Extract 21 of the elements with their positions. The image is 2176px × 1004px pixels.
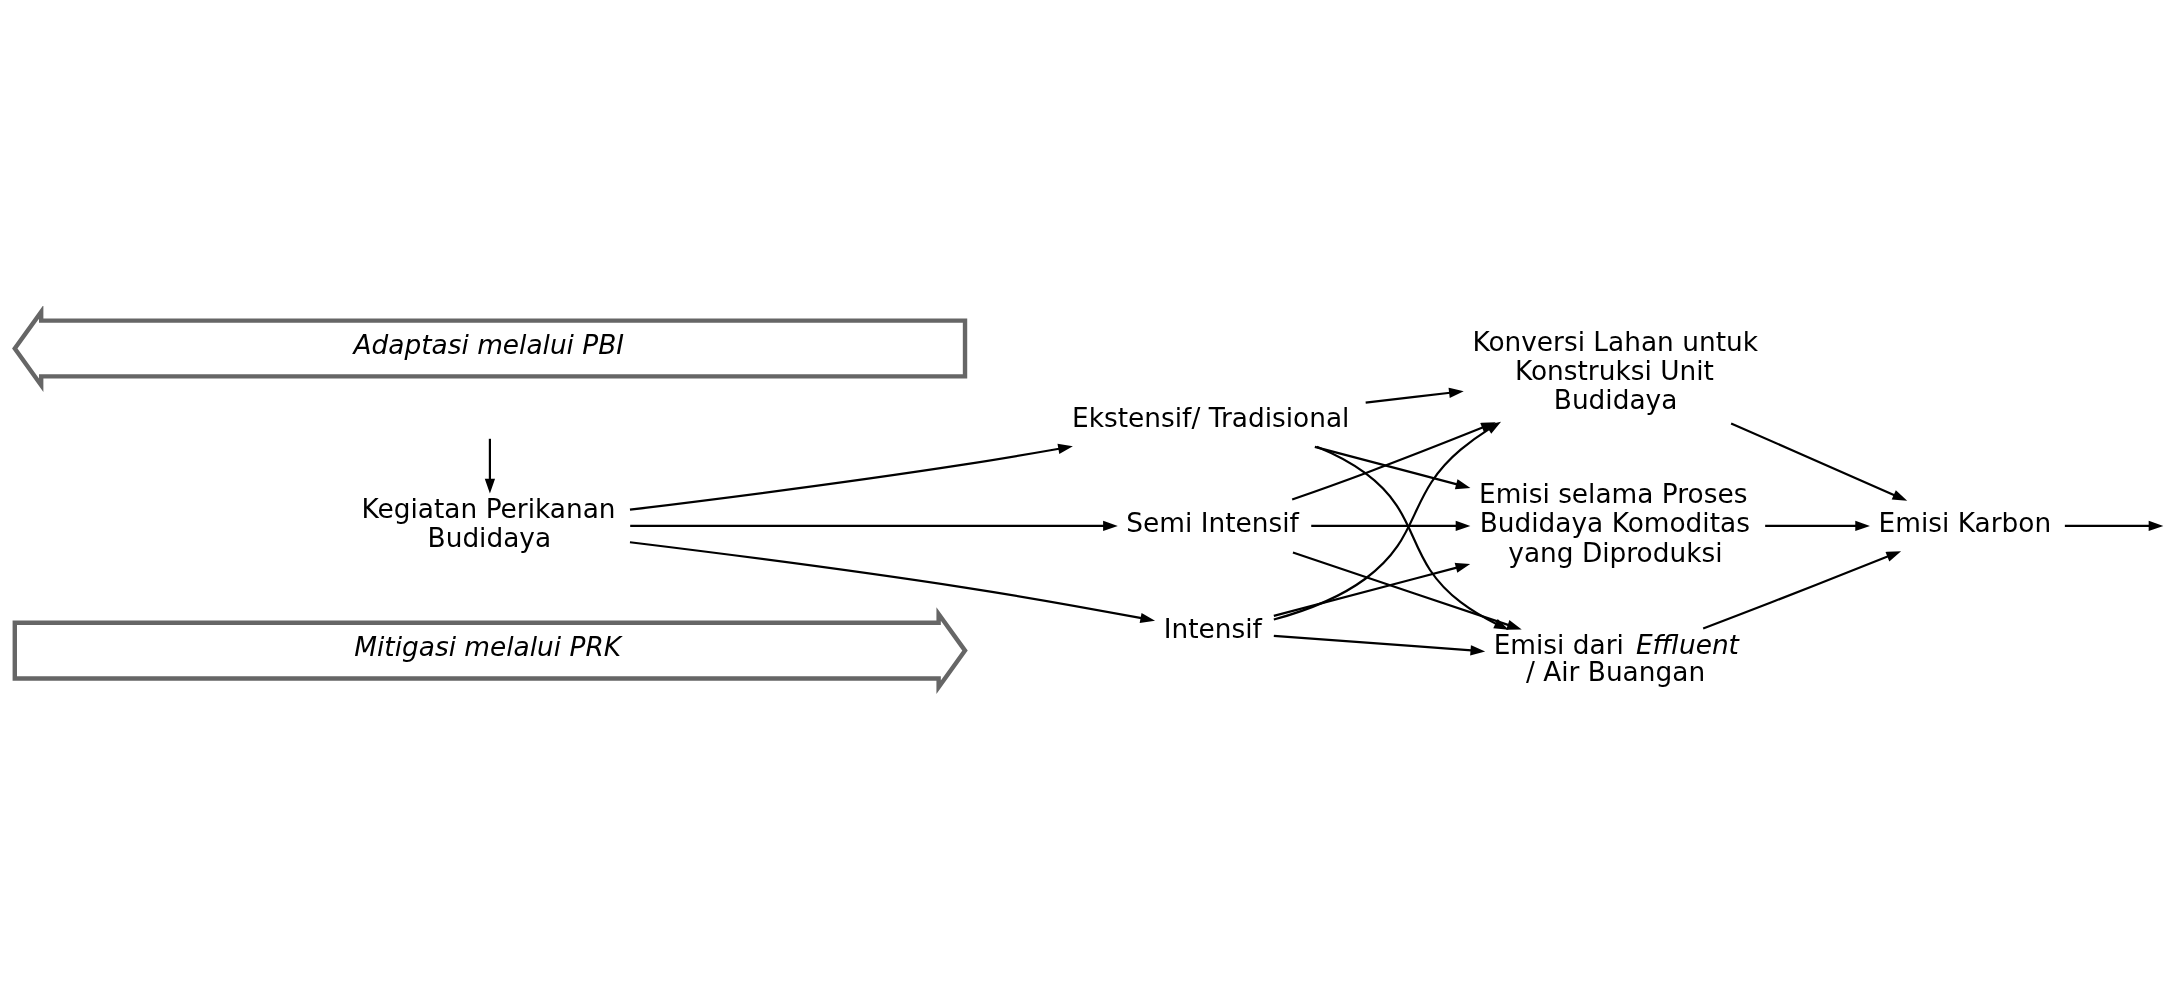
- arrow: [1730, 421, 1908, 501]
- arrow: [630, 520, 1118, 531]
- arrow: [1365, 387, 1464, 404]
- node-text: Emisi dari Effluent / Air Buangan: [1493, 629, 1739, 687]
- node-text: Konversi Lahan untuk Konstruksi Unit Budidaya: [1472, 326, 1758, 415]
- node-text: Emisi selama Proses Budidaya Komoditas yang Diproduksi: [1479, 478, 1750, 568]
- arrow: [484, 438, 496, 494]
- arrow: [1765, 520, 1870, 531]
- arrow: [1311, 520, 1471, 531]
- arrow: [629, 443, 1073, 511]
- arrow: [1314, 445, 1471, 489]
- arrow: [1702, 550, 1902, 629]
- arrow: [629, 540, 1156, 623]
- node-text: Semi Intensif: [1126, 507, 1299, 538]
- node-text: Kegiatan Perikanan Budidaya: [361, 493, 616, 553]
- node-text: Ekstensif/ Tradisional: [1072, 402, 1350, 433]
- arrow: [1273, 562, 1471, 617]
- arrow: [2064, 520, 2164, 531]
- node-text: Intensif: [1163, 613, 1262, 644]
- arrow: [1273, 634, 1486, 655]
- node-text: Emisi Karbon: [1878, 507, 2052, 538]
